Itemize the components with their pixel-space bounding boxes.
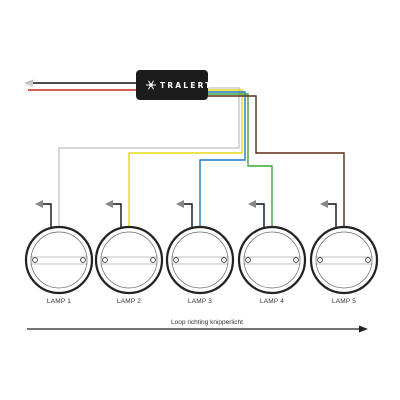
lamp-lens [30, 231, 88, 289]
supply-arrow-icon [24, 81, 33, 89]
ground-arrow-icon [105, 200, 113, 208]
lamp-label: LAMP 5 [332, 298, 356, 305]
lamp-screw-icon [293, 257, 299, 263]
signal-wires [58, 87, 345, 233]
lamp-2: LAMP 2 [94, 200, 164, 305]
lamp-label: LAMP 1 [47, 298, 71, 305]
ground-arrow-icon [35, 200, 43, 208]
lamp-lens [315, 231, 373, 289]
lamp-housing [237, 225, 307, 295]
signal-wire-lamp-4 [208, 93, 273, 233]
lamp-screw-icon [245, 257, 251, 263]
ground-wire [43, 203, 52, 233]
direction-arrow-icon [359, 325, 368, 333]
direction-caption: Loop richting knipperlicht [171, 319, 243, 326]
ground-wire [113, 203, 122, 233]
ground-wire [256, 203, 265, 233]
ground-arrow-icon [320, 200, 328, 208]
ground-wire [184, 203, 193, 233]
lamp-5: LAMP 5 [309, 200, 379, 305]
module-body [136, 70, 208, 100]
lamp-screw-icon [317, 257, 323, 263]
tralert-module: TRALERT® [136, 70, 219, 100]
signal-wire-lamp-2 [128, 89, 243, 233]
lamp-screw-icon [173, 257, 179, 263]
signal-wire-lamp-1 [58, 87, 240, 233]
direction-indicator: Loop richting knipperlicht [27, 319, 368, 333]
lamp-4: LAMP 4 [237, 200, 307, 305]
lamp-lens [171, 231, 229, 289]
lamp-mount-band [243, 256, 301, 265]
lamp-mount-band [315, 256, 373, 265]
lamp-screw-icon [80, 257, 86, 263]
lamp-screw-icon [221, 257, 227, 263]
lamp-housing [24, 225, 94, 295]
ground-wire [328, 203, 337, 233]
lamp-mount-band [171, 256, 229, 265]
lamps: LAMP 1 LAMP 2 LAMP 3 LAMP 4 LAMP 5 [24, 200, 379, 305]
signal-wire-lamp-5 [208, 95, 345, 233]
snowflake-logo-icon [146, 80, 156, 90]
lamp-screw-icon [150, 257, 156, 263]
lamp-screw-icon [32, 257, 38, 263]
lamp-3: LAMP 3 [165, 200, 235, 305]
lamp-housing [165, 225, 235, 295]
lamp-1: LAMP 1 [24, 200, 94, 305]
lamp-label: LAMP 2 [117, 298, 141, 305]
lamp-lens [100, 231, 158, 289]
ground-arrow-icon [176, 200, 184, 208]
lamp-mount-band [30, 256, 88, 265]
module-brand: TRALERT® [160, 81, 219, 90]
supply-wires [24, 79, 136, 91]
lamp-label: LAMP 3 [188, 298, 212, 305]
lamp-label: LAMP 4 [260, 298, 284, 305]
lamp-lens [243, 231, 301, 289]
lamp-screw-icon [102, 257, 108, 263]
signal-wire-lamp-3 [199, 91, 246, 233]
ground-arrow-icon [248, 200, 256, 208]
lamp-screw-icon [365, 257, 371, 263]
lamp-mount-band [100, 256, 158, 265]
lamp-housing [94, 225, 164, 295]
lamp-housing [309, 225, 379, 295]
